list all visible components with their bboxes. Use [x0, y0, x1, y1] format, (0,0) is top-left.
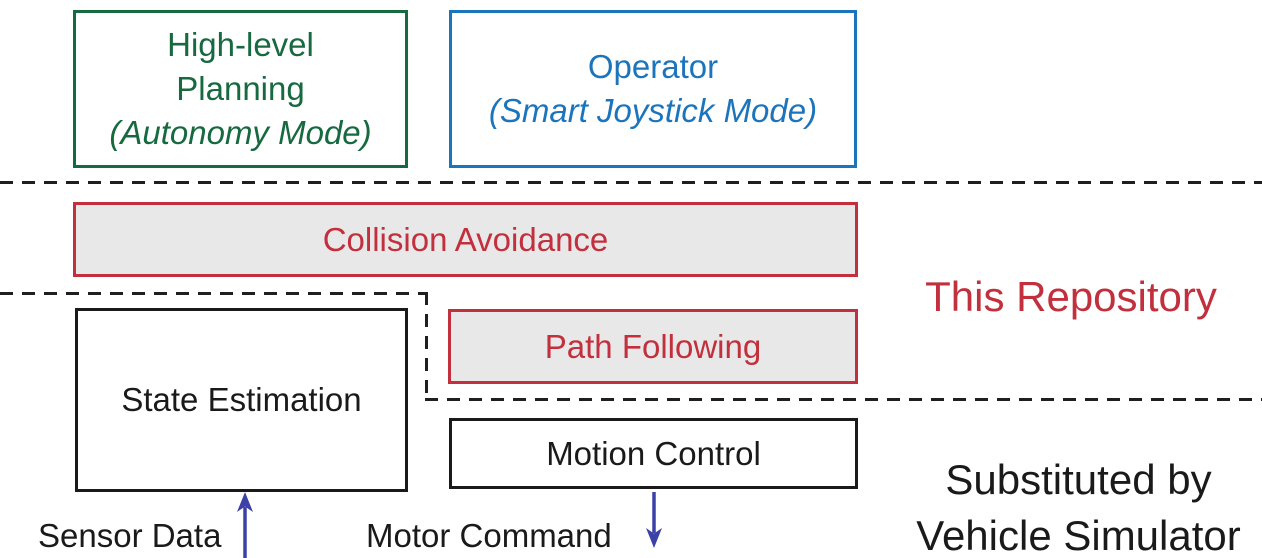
high-level-planning-box: High-level Planning (Autonomy Mode)	[73, 10, 408, 168]
substituted-line-2: Vehicle Simulator	[916, 512, 1241, 558]
motor-command-label: Motor Command	[366, 517, 612, 554]
operator-mode-label: (Smart Joystick Mode)	[488, 92, 818, 129]
state-estimation-box: State Estimation	[75, 308, 408, 492]
motion-control-box: Motion Control	[449, 418, 858, 489]
step-dashed-separator-right	[425, 398, 1262, 401]
path-following-box: Path Following	[448, 309, 858, 384]
collision-avoidance-box: Collision Avoidance	[73, 202, 858, 277]
operator-line-1: Operator	[587, 48, 719, 85]
planning-line-1: High-level	[167, 26, 314, 63]
top-dashed-separator	[0, 181, 1262, 184]
step-dashed-separator-vertical	[425, 292, 428, 400]
sensor-data-arrow-up-icon	[237, 492, 253, 558]
collision-avoidance-label: Collision Avoidance	[322, 220, 609, 258]
path-following-label: Path Following	[544, 327, 762, 365]
motor-command-arrow-down-icon	[646, 492, 662, 548]
operator-box: Operator (Smart Joystick Mode)	[449, 10, 857, 168]
motion-control-label: Motion Control	[546, 434, 761, 472]
step-dashed-separator-left	[0, 292, 427, 295]
state-estimation-label: State Estimation	[121, 381, 362, 418]
planning-line-2: Planning	[176, 70, 305, 107]
planning-mode-label: (Autonomy Mode)	[109, 114, 372, 151]
substituted-line-1: Substituted by	[945, 456, 1212, 503]
substituted-by-label: Substituted by Vehicle Simulator	[895, 452, 1262, 558]
this-repository-label: This Repository	[925, 273, 1217, 320]
sensor-data-label: Sensor Data	[38, 517, 222, 554]
